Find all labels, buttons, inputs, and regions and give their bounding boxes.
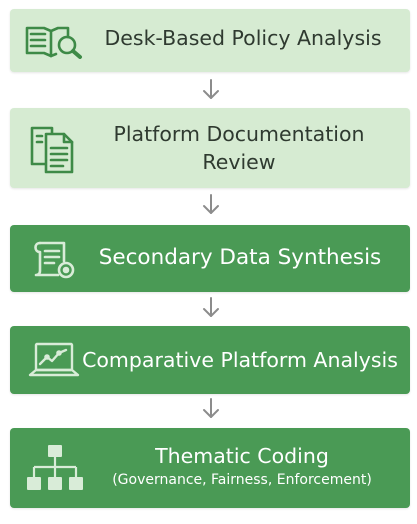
flow-arrow-1	[203, 79, 219, 99]
step-5-subtitle: (Governance, Fairness, Enforcement)	[112, 472, 372, 488]
data-sheet-icon	[34, 241, 75, 279]
documents-icon	[30, 126, 74, 174]
step-4-label: Comparative Platform Analysis	[82, 348, 398, 372]
step-2-label-line-2: Review	[202, 150, 276, 174]
book-search-icon	[25, 26, 82, 59]
hierarchy-icon	[27, 445, 83, 490]
flow-arrow-3	[203, 297, 219, 317]
step-1-label: Desk-Based Policy Analysis	[104, 26, 382, 50]
step-platform-documentation-review: Platform Documentation Review	[10, 108, 410, 188]
step-comparative-platform-analysis: Comparative Platform Analysis	[10, 326, 410, 394]
step-5-label: Thematic Coding	[155, 444, 329, 468]
flow-arrow-2	[203, 194, 219, 214]
step-desk-based-policy-analysis: Desk-Based Policy Analysis	[10, 9, 410, 72]
laptop-chart-icon	[28, 342, 80, 377]
step-3-label: Secondary Data Synthesis	[98, 245, 382, 270]
step-2-label: Platform Documentation Review	[80, 120, 398, 176]
step-thematic-coding: Thematic Coding (Governance, Fairness, E…	[10, 428, 410, 508]
step-secondary-data-synthesis: Secondary Data Synthesis	[10, 225, 410, 292]
flow-arrow-4	[203, 398, 219, 418]
step-2-label-line-1: Platform Documentation	[113, 122, 365, 146]
